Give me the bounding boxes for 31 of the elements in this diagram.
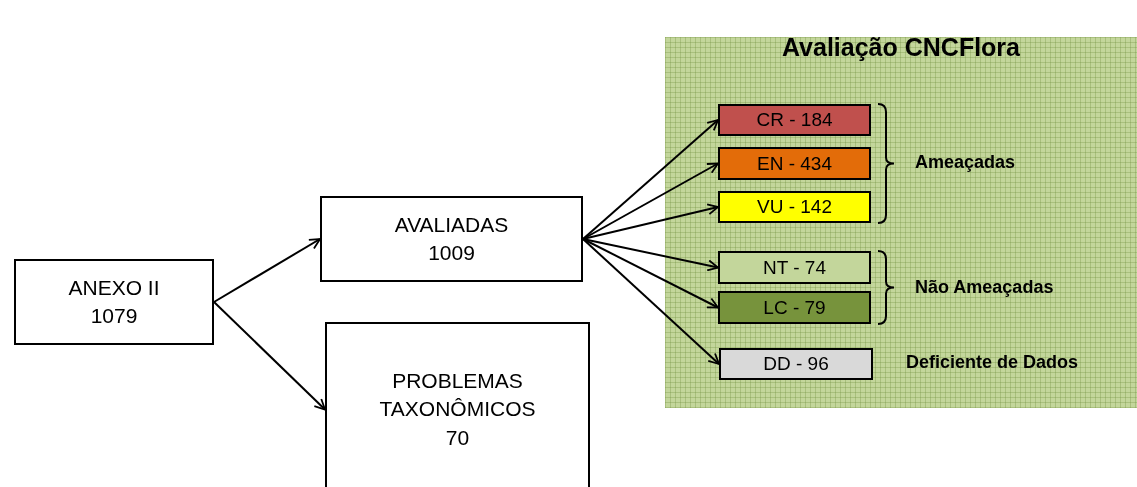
- arrow: [213, 301, 326, 411]
- arrow: [582, 162, 719, 240]
- category-box: [718, 291, 871, 324]
- panel-title: Avaliação CNCFlora: [780, 33, 1021, 62]
- process-box: [320, 196, 583, 282]
- group-label: Não Ameaçadas: [915, 277, 1054, 298]
- arrow: [582, 238, 720, 365]
- node-label: EN - 434: [757, 152, 832, 175]
- arrow: [582, 238, 719, 309]
- category-box: [718, 147, 871, 180]
- process-box: [14, 259, 214, 345]
- category-box: [718, 191, 871, 223]
- node-label: NT - 74: [763, 256, 826, 279]
- category-box: [718, 104, 871, 136]
- group-label: Ameaçadas: [915, 152, 1016, 173]
- node-label: ANEXO II 1079: [67, 274, 161, 329]
- category-box: [719, 348, 873, 380]
- node-label: DD - 96: [763, 353, 829, 375]
- node-label: CR - 184: [756, 109, 833, 131]
- category-box: [718, 251, 871, 284]
- arrow: [582, 203, 719, 240]
- node-label: AVALIADAS 1009: [393, 211, 510, 266]
- node-label: PROBLEMAS TAXONÔMICOS 70: [378, 368, 537, 451]
- process-box: [325, 322, 590, 487]
- group-label: Deficiente de Dados: [906, 352, 1079, 373]
- arrow: [213, 238, 321, 303]
- arrow: [582, 119, 719, 240]
- assessment-panel: [665, 37, 1137, 408]
- node-label: LC - 79: [763, 296, 826, 319]
- arrow: [582, 238, 719, 272]
- node-label: VU - 142: [757, 196, 832, 218]
